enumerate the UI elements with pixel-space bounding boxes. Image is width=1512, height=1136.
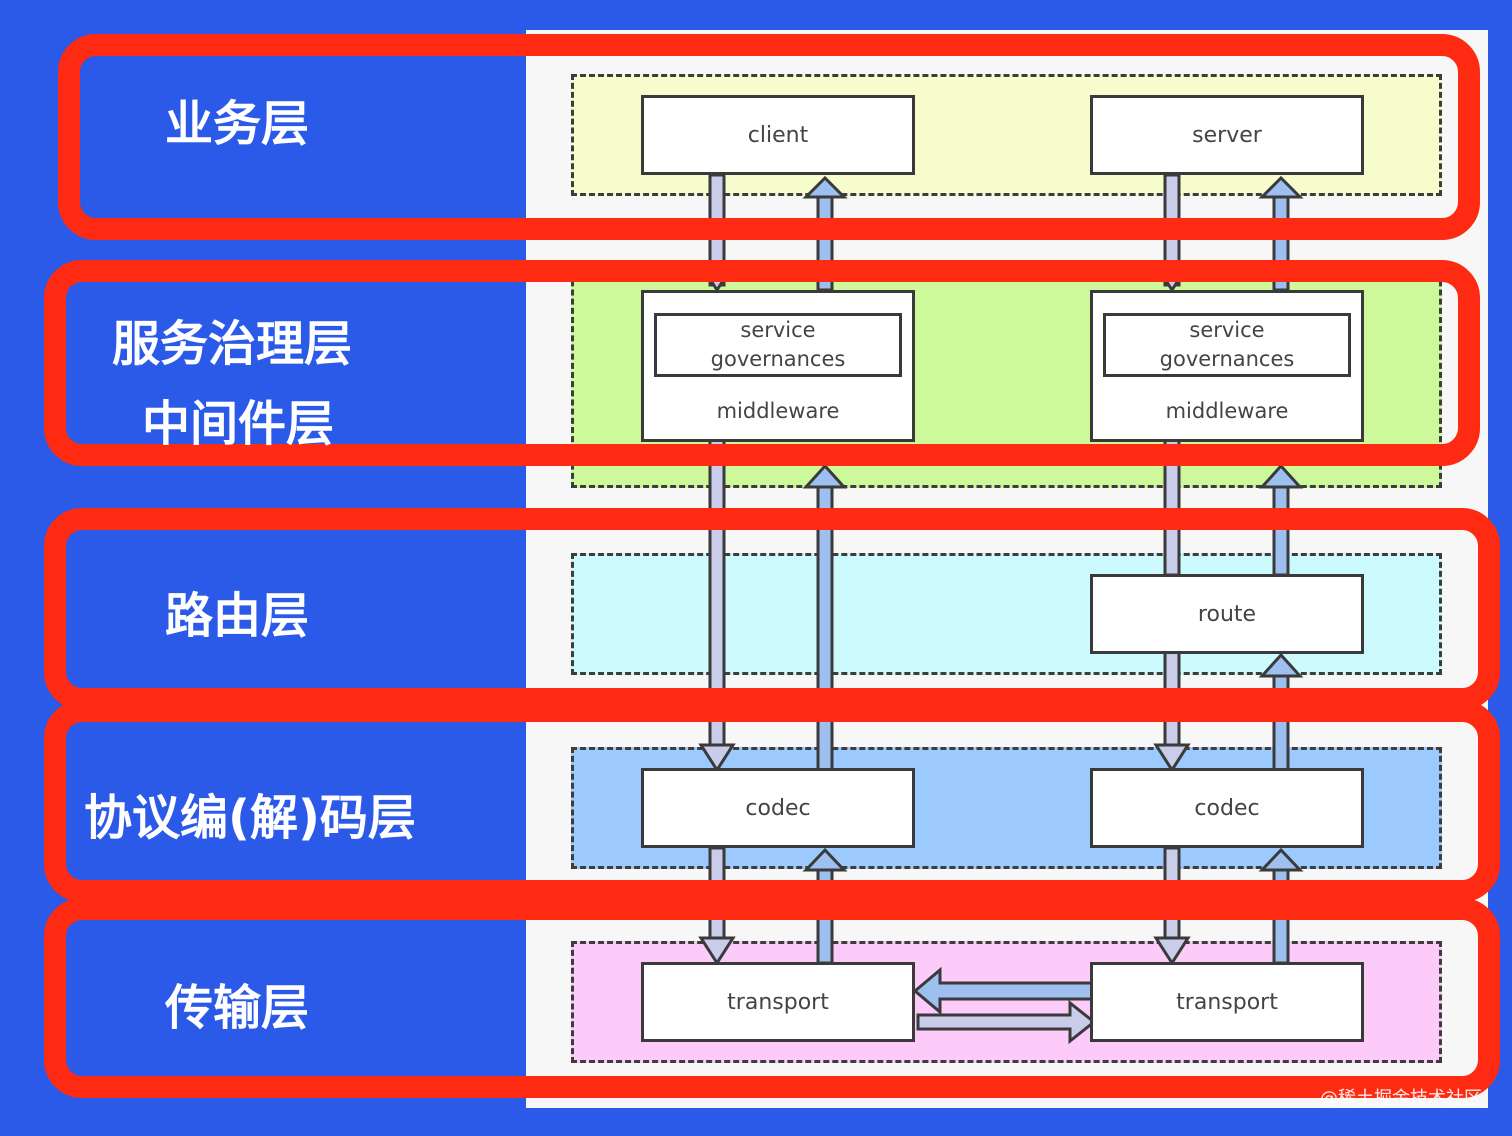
server-box: server bbox=[1090, 95, 1364, 175]
governance-layer-frame bbox=[44, 260, 1480, 466]
server-down-flow bbox=[1153, 173, 1191, 966]
route-layer-label: 路由层 bbox=[165, 588, 310, 644]
server-service-governances-box: service governances bbox=[1103, 313, 1351, 377]
route-box: route bbox=[1090, 574, 1364, 654]
business-layer-frame bbox=[58, 34, 1480, 240]
server-transport-box: transport bbox=[1090, 962, 1364, 1042]
transport-layer-label: 传输层 bbox=[165, 980, 310, 1036]
route-layer-frame bbox=[44, 508, 1500, 710]
client-service-governances-box: service governances bbox=[654, 313, 902, 377]
credit-watermark: @稀土掘金技术社区 bbox=[1320, 1088, 1482, 1109]
client-middleware-label: middleware bbox=[716, 399, 840, 423]
governance-layer-label: 服务治理层 bbox=[112, 316, 353, 372]
middleware-layer-label: 中间件层 bbox=[142, 396, 335, 452]
server-codec-box: codec bbox=[1090, 768, 1364, 848]
client-transport-box: transport bbox=[641, 962, 915, 1042]
codec-layer-label: 协议编(解)码层 bbox=[84, 790, 416, 846]
server-middleware-label: middleware bbox=[1165, 399, 1289, 423]
client-box: client bbox=[641, 95, 915, 175]
client-middleware-box: service governances middleware bbox=[641, 290, 915, 442]
transport-layer-frame bbox=[44, 898, 1500, 1098]
transport-exchange bbox=[912, 966, 1097, 1045]
codec-layer-frame bbox=[44, 700, 1500, 902]
server-middleware-box: service governances middleware bbox=[1090, 290, 1364, 442]
client-codec-box: codec bbox=[641, 768, 915, 848]
business-layer-label: 业务层 bbox=[165, 96, 310, 152]
